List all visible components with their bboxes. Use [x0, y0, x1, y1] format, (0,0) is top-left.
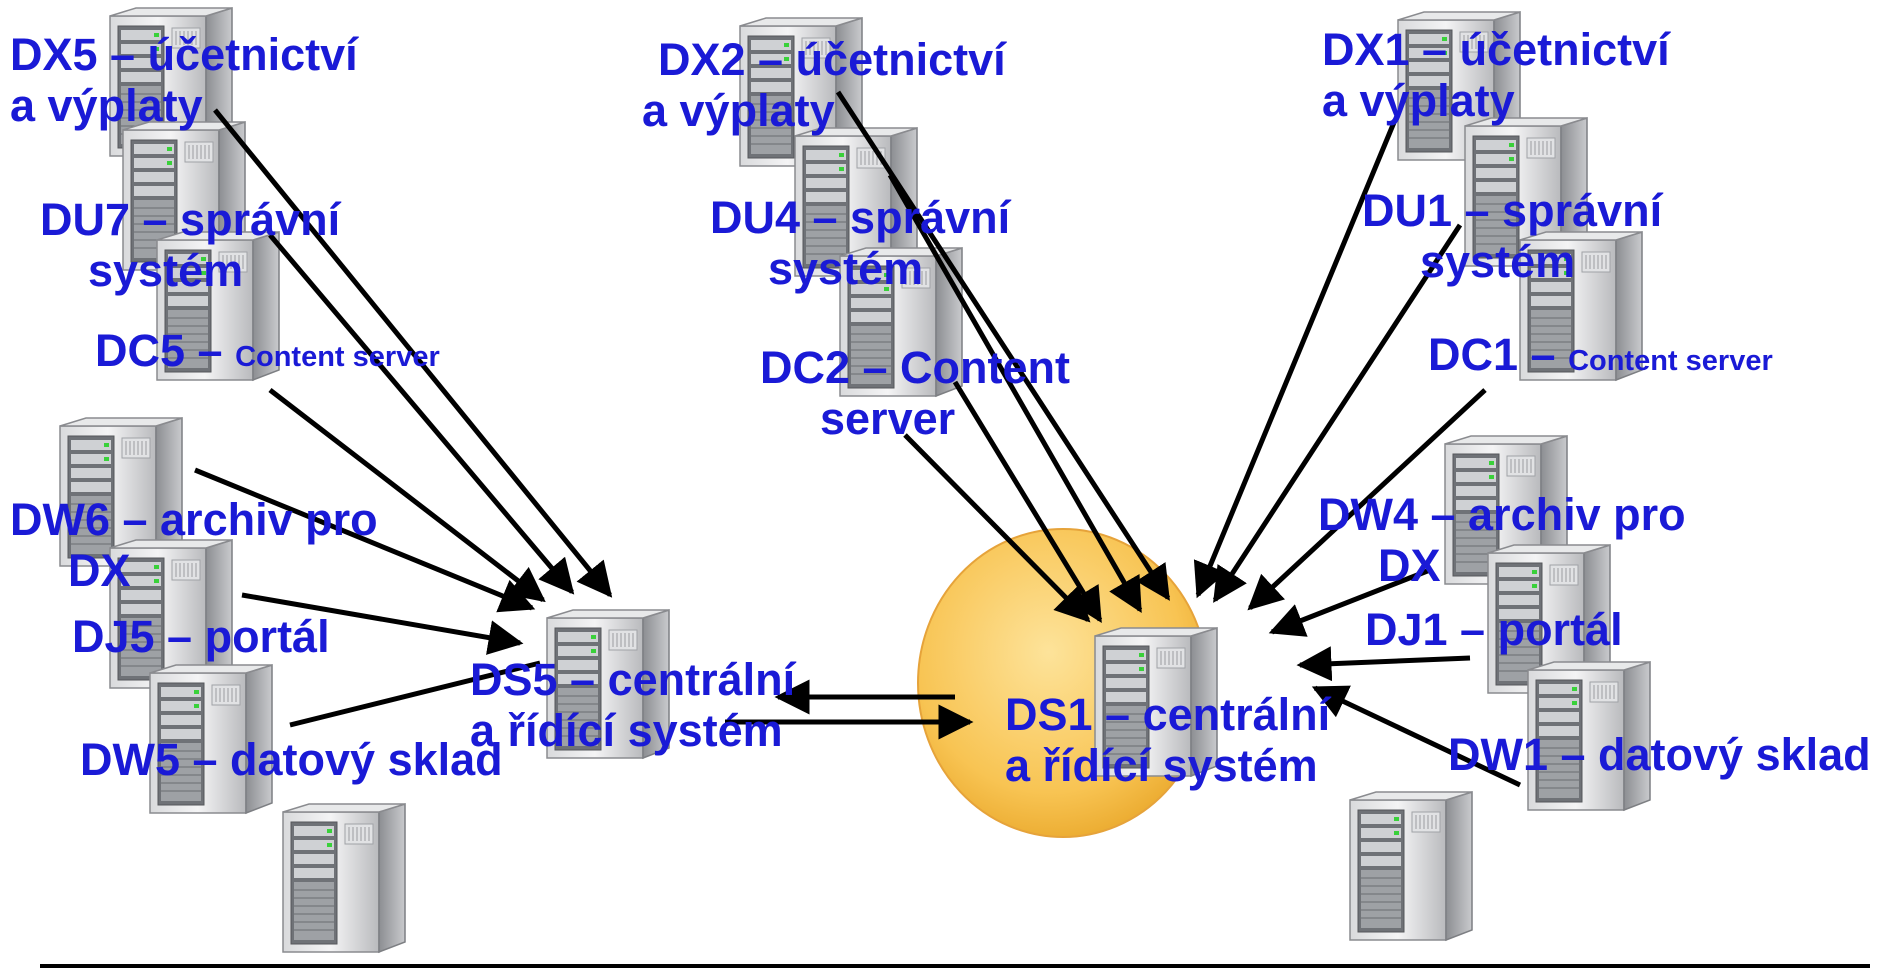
server-extra-right-icon — [1349, 791, 1473, 941]
label-dj5-line1: DJ5 – portál — [72, 611, 330, 662]
arrow-dw4-ds1 — [1268, 567, 1431, 637]
label-du4-line2: systém — [768, 242, 924, 294]
label-dc1-code: DC1 – — [1428, 329, 1569, 380]
label-dw6: DW6 – archiv pro DX — [10, 494, 378, 597]
label-dj1: DJ1 – portál — [1365, 604, 1623, 656]
label-dw1: DW1 – datový sklad — [1448, 729, 1871, 781]
label-dx2-line1: DX2 – účetnictví — [658, 34, 1006, 85]
label-dc5: DC5 – Content server — [95, 325, 440, 377]
arrow-dc2-ds1 — [952, 380, 1103, 623]
label-dw4: DW4 – archiv pro DX — [1318, 489, 1686, 592]
label-ds5: DS5 – centrální a řídící systém — [470, 654, 796, 757]
label-dj1-line1: DJ1 – portál — [1365, 604, 1623, 655]
label-dx1-line2: a výplaty — [1322, 74, 1515, 126]
label-dw1-line1: DW1 – datový sklad — [1448, 729, 1871, 780]
arrow-dx1-ds1 — [1193, 119, 1398, 599]
server-extra-left-icon — [282, 803, 406, 953]
label-dc1-desc: Content server — [1568, 345, 1773, 377]
label-du4-line1: DU4 – správní — [710, 192, 1011, 243]
label-dc2-line1: DC2 – Content — [760, 342, 1071, 393]
arrow-dj5-ds5 — [241, 592, 524, 655]
label-dx5-line1: DX5 – účetnictví — [10, 29, 358, 80]
label-du7-line1: DU7 – správní — [40, 194, 341, 245]
label-dx1-line1: DX1 – účetnictví — [1322, 24, 1670, 75]
label-du1-line2: systém — [1420, 235, 1576, 287]
label-ds5-line2: a řídící systém — [470, 704, 783, 756]
label-dw6-line1: DW6 – archiv pro — [10, 494, 378, 545]
arrow-dx5-ds5 — [213, 108, 613, 598]
label-dj5: DJ5 – portál — [72, 611, 330, 663]
label-ds5-line1: DS5 – centrální — [470, 654, 796, 705]
label-dx5: DX5 – účetnictví a výplaty — [10, 29, 358, 132]
label-dw5-line1: DW5 – datový sklad — [80, 734, 503, 785]
label-du7-line2: systém — [88, 244, 244, 296]
label-dx1: DX1 – účetnictví a výplaty — [1322, 24, 1670, 127]
arrow-dj1-ds1 — [1296, 646, 1471, 682]
label-ds1-line1: DS1 – centrální — [1005, 689, 1331, 740]
arrow-du7-ds5 — [268, 233, 575, 595]
arrow-du4-ds1 — [887, 173, 1143, 614]
label-du1: DU1 – správní systém — [1362, 185, 1663, 288]
label-ds1-line2: a řídící systém — [1005, 739, 1318, 791]
label-dc1: DC1 – Content server — [1428, 329, 1773, 381]
arrow-dw1-ds1 — [1311, 685, 1522, 788]
label-du4: DU4 – správní systém — [710, 192, 1011, 295]
label-du7: DU7 – správní systém — [40, 194, 341, 297]
label-dw4-line1: DW4 – archiv pro — [1318, 489, 1686, 540]
arrow-dc5-ds5 — [268, 388, 546, 603]
label-ds1: DS1 – centrální a řídící systém — [1005, 689, 1331, 792]
label-dc5-desc: Content server — [235, 341, 440, 373]
arrow-dw6-ds5 — [194, 467, 536, 613]
label-dw5: DW5 – datový sklad — [80, 734, 503, 786]
label-dx2-line2: a výplaty — [642, 84, 835, 136]
arrow-dw5-ds5 — [289, 660, 541, 728]
arrow-dc2b-ds1 — [903, 433, 1091, 623]
label-dw4-line2: DX — [1378, 539, 1441, 591]
label-dc2: DC2 – Content server — [760, 342, 1071, 445]
label-dw6-line2: DX — [68, 544, 131, 596]
label-dc5-code: DC5 – — [95, 325, 236, 376]
arrow-dc1-ds1 — [1247, 388, 1487, 611]
label-dx5-line2: a výplaty — [10, 79, 203, 131]
label-dc2-line2: server — [820, 392, 956, 444]
label-du1-line1: DU1 – správní — [1362, 185, 1663, 236]
arrow-du1-ds1 — [1212, 223, 1463, 603]
label-dx2: DX2 – účetnictví a výplaty — [642, 34, 1006, 137]
